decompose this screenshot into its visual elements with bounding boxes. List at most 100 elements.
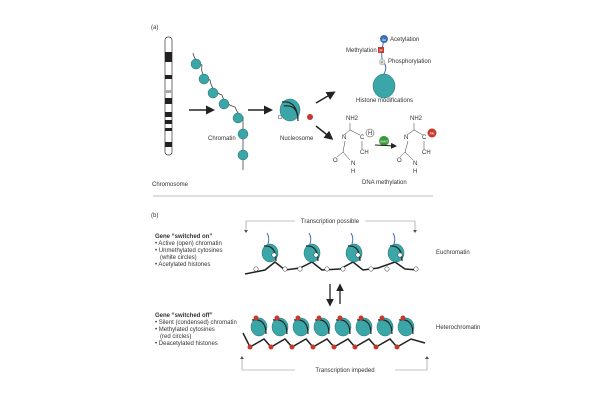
chromatin-fiber xyxy=(190,52,249,170)
methylated-cytosine xyxy=(358,315,364,321)
dna-wrap xyxy=(335,319,351,335)
chromosome-label: Chromosome xyxy=(152,182,189,188)
methylated-cytosine xyxy=(394,344,400,350)
histone-tail xyxy=(350,232,354,245)
histone-modification-icon: Ac M P xyxy=(372,35,396,99)
gene-on-text: Gene “switched on” • Active (open) chrom… xyxy=(155,234,222,268)
nucleosome-icon xyxy=(345,243,363,263)
panel-b-label: (b) xyxy=(151,213,158,219)
histone-tail xyxy=(392,232,396,245)
methylated-cytosine xyxy=(268,344,274,350)
methylated-cytosine xyxy=(400,315,406,321)
acetylation-label: Acetylation xyxy=(390,37,419,43)
bracket xyxy=(241,358,428,371)
methylcytosine-structure: NH2 N C CH O N H Me xyxy=(397,116,437,175)
p-tag: P xyxy=(381,61,383,65)
unmethylated-cytosine xyxy=(271,252,277,258)
unmethylated-cytosine xyxy=(368,266,374,272)
unmethylated-cytosine xyxy=(397,252,403,258)
unmethylated-cytosine xyxy=(297,266,303,272)
svg-text:CH: CH xyxy=(422,150,431,156)
svg-text:(white circles): (white circles) xyxy=(160,255,197,261)
svg-text:H: H xyxy=(413,169,417,175)
heterochromatin-fiber xyxy=(242,315,426,350)
svg-text:• Acetylated histones: • Acetylated histones xyxy=(155,262,210,268)
phosphorylation-label: Phosphorylation xyxy=(388,59,431,65)
svg-text:CH: CH xyxy=(360,150,369,156)
heterochromatin-label: Heterochromatin xyxy=(436,325,480,331)
histone-modifications-label: Histone modifications xyxy=(356,98,413,104)
methylated-cytosine xyxy=(379,315,385,321)
svg-text:• Active (open) chromatin: • Active (open) chromatin xyxy=(155,241,222,247)
nucleosome-icon xyxy=(303,243,321,263)
svg-text:(red circles): (red circles) xyxy=(160,334,191,340)
nucleosome-icon xyxy=(277,98,313,122)
dna-wrap xyxy=(389,245,403,262)
svg-text:C: C xyxy=(360,135,365,141)
svg-text:NH2: NH2 xyxy=(410,116,423,122)
unmethylated-cytosine xyxy=(384,266,390,272)
transcription-impeded-label: Transcription impeded xyxy=(315,368,374,374)
svg-text:• Methylated cytosines: • Methylated cytosines xyxy=(155,327,215,333)
svg-text:O: O xyxy=(397,158,402,164)
svg-text:N: N xyxy=(413,161,417,167)
dna-wrap xyxy=(377,319,393,335)
dna-wrap xyxy=(398,319,414,335)
dna-wrap xyxy=(347,245,361,262)
histone-tail xyxy=(266,232,270,245)
me-tag: Me xyxy=(430,132,435,136)
euchromatin-fiber xyxy=(244,232,419,275)
histone-tail xyxy=(308,232,312,245)
unmethylated-cytosine xyxy=(324,266,330,272)
svg-text:Gene “switched off”: Gene “switched off” xyxy=(155,313,213,319)
methylated-cytosine xyxy=(247,344,253,350)
cytosine-structure: NH2 N C CH O N H H xyxy=(333,116,375,175)
euchromatin-label: Euchromatin xyxy=(436,250,470,256)
methylated-cytosine xyxy=(316,315,322,321)
chromatin-label: Chromatin xyxy=(208,136,236,142)
nucleosome-icon xyxy=(261,243,279,263)
unmethylated-cytosine xyxy=(253,266,259,272)
gene-off-text: Gene “switched off” • Silent (condensed)… xyxy=(155,313,237,347)
svg-text:NH2: NH2 xyxy=(346,116,359,122)
unmethylated-cytosine xyxy=(340,266,346,272)
svg-text:C: C xyxy=(422,135,427,141)
bracket xyxy=(245,220,416,232)
dnmt-enzyme-icon: DNMT xyxy=(374,136,397,149)
unmethylated-cytosine xyxy=(313,252,319,258)
chromosome xyxy=(164,36,173,156)
dna-strand xyxy=(244,261,419,275)
svg-text:O: O xyxy=(333,158,338,164)
svg-text:DNMT: DNMT xyxy=(380,140,388,144)
svg-text:• Silent (condensed) chromatin: • Silent (condensed) chromatin xyxy=(155,320,237,326)
svg-text:• Unmethylated cytosines: • Unmethylated cytosines xyxy=(155,248,222,254)
methylation-label: Methylation xyxy=(346,48,377,54)
arrow-icon xyxy=(315,125,334,140)
svg-text:Gene “switched on”: Gene “switched on” xyxy=(155,234,212,240)
svg-text:N: N xyxy=(351,161,355,167)
svg-text:N: N xyxy=(404,135,408,141)
methylated-cytosine xyxy=(352,344,358,350)
ac-tag: Ac xyxy=(382,38,386,42)
methylated-cytosine xyxy=(337,315,343,321)
nucleosome-icon xyxy=(387,243,405,263)
dna-wrap xyxy=(272,319,288,335)
nucleosome-label: Nucleosome xyxy=(280,136,314,142)
dna-wrap xyxy=(305,245,319,262)
dna-wrap xyxy=(314,319,330,335)
unmethylated-cytosine xyxy=(355,252,361,258)
svg-text:N: N xyxy=(342,135,346,141)
transcription-possible-label: Transcription possible xyxy=(301,219,360,225)
svg-text:H: H xyxy=(351,169,355,175)
methylated-cytosine xyxy=(274,315,280,321)
dna-wrap xyxy=(263,245,277,262)
svg-text:• Deacetylated histones: • Deacetylated histones xyxy=(155,341,218,347)
panel-a-label: (a) xyxy=(151,25,158,31)
dna-wrap xyxy=(293,319,309,335)
methylated-cytosine xyxy=(310,344,316,350)
methylated-cytosine xyxy=(289,344,295,350)
h-tag: H xyxy=(368,131,372,137)
dna-wrap xyxy=(356,319,372,335)
